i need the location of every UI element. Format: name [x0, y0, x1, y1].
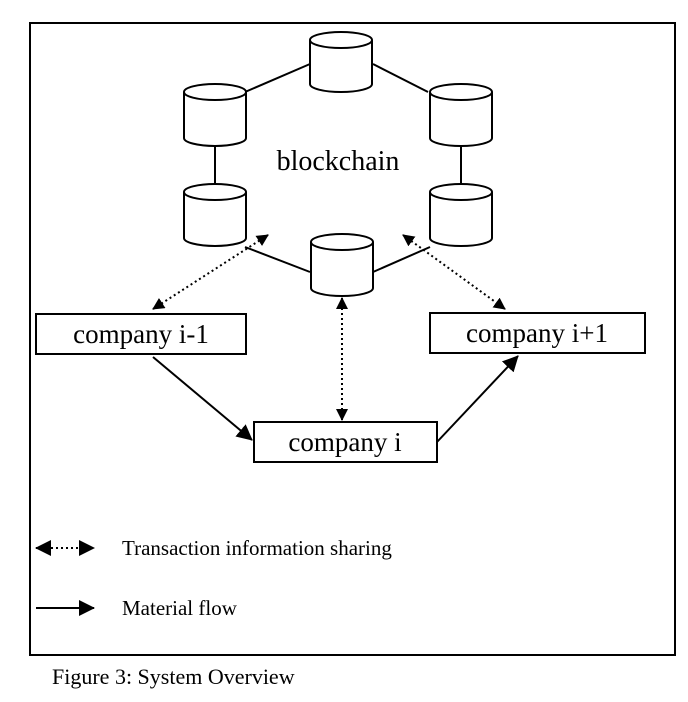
- legend-material-flow-label: Material flow: [122, 596, 238, 620]
- legend-info-sharing-label: Transaction information sharing: [122, 536, 392, 560]
- company-box-next: company i+1: [429, 312, 646, 354]
- diagram-frame: [29, 22, 676, 656]
- blockchain-node-lower-left: [183, 183, 247, 247]
- material-flow-arrow-in: [152, 356, 253, 441]
- company-box-current: company i: [253, 421, 438, 463]
- blockchain-node-upper-right: [429, 83, 493, 147]
- legend: Transaction information sharing Material…: [35, 536, 392, 620]
- company-prev-label: company i-1: [73, 319, 209, 349]
- blockchain-label: blockchain: [277, 146, 400, 177]
- blockchain-node-lower-right: [429, 183, 493, 247]
- company-current-label: company i: [288, 427, 401, 457]
- blockchain-node-upper-left: [183, 83, 247, 147]
- blockchain-node-top: [309, 31, 373, 93]
- figure-caption: Figure 3: System Overview: [52, 664, 295, 689]
- info-sharing-arrow-right: [402, 234, 506, 310]
- material-flow-arrow-out: [436, 355, 519, 443]
- company-next-label: company i+1: [466, 318, 608, 348]
- blockchain-node-bottom: [310, 233, 374, 297]
- company-box-prev: company i-1: [35, 313, 247, 355]
